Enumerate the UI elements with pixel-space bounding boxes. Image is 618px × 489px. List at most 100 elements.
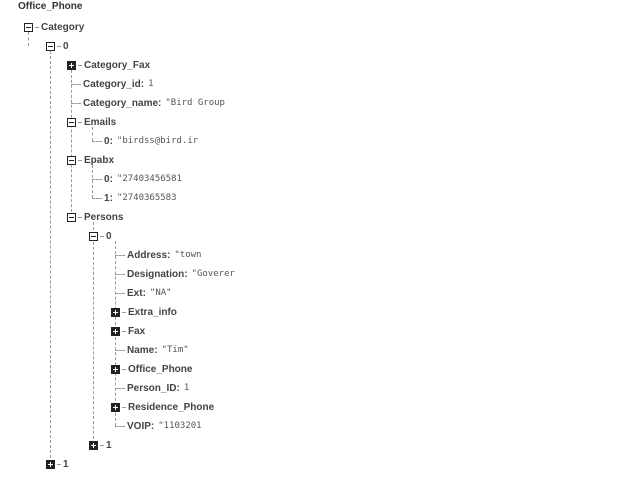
tree-guide-persons xyxy=(93,222,94,444)
tree-connector xyxy=(57,45,61,47)
node-key: Persons xyxy=(84,211,124,223)
collapse-icon[interactable] xyxy=(89,231,98,241)
tree-node-address[interactable]: Address : "town xyxy=(115,247,201,263)
expand-icon[interactable] xyxy=(111,364,120,374)
node-key: 1 xyxy=(106,439,112,451)
tree-node-voip[interactable]: VOIP : "1103201 xyxy=(115,418,202,434)
tree-node-persons[interactable]: Persons xyxy=(67,209,123,225)
node-value: 1 xyxy=(148,79,154,89)
tree-connector xyxy=(122,330,126,332)
tree-guide-category xyxy=(28,32,29,46)
key-separator: : xyxy=(167,249,171,261)
tree-connector xyxy=(115,292,125,294)
tree-connector xyxy=(71,83,81,85)
tree-connector xyxy=(122,368,126,370)
tree-node-ext[interactable]: Ext : "NA" xyxy=(115,285,172,301)
node-key: 1 xyxy=(63,458,69,470)
key-separator: : xyxy=(109,173,113,185)
tree-connector xyxy=(78,159,82,161)
collapse-icon[interactable] xyxy=(24,22,33,32)
tree-connector xyxy=(122,406,126,408)
tree-node-residence-phone[interactable]: Residence_Phone xyxy=(111,399,214,415)
node-key: Address xyxy=(127,249,168,261)
tree-node-office-phone[interactable]: Office_Phone xyxy=(111,361,192,377)
tree-connector xyxy=(92,178,102,180)
tree-node-person-id[interactable]: Person_ID : 1 xyxy=(115,380,189,396)
tree-node-name[interactable]: Name : "Tim" xyxy=(115,342,189,358)
tree-connector xyxy=(115,254,125,256)
tree-connector xyxy=(115,387,125,389)
expand-icon[interactable] xyxy=(89,440,98,450)
collapse-icon[interactable] xyxy=(46,41,55,51)
expand-icon[interactable] xyxy=(67,60,76,70)
tree-node-item-1[interactable]: 1 xyxy=(46,456,69,472)
node-key: Epabx xyxy=(84,154,115,166)
tree-node-epabx[interactable]: Epabx xyxy=(67,152,114,168)
expand-icon[interactable] xyxy=(111,307,120,317)
key-separator: : xyxy=(140,78,145,90)
tree-connector xyxy=(100,444,104,446)
node-key: Ext xyxy=(127,287,143,299)
tree-guide-epabx xyxy=(92,165,93,198)
node-key: 0 xyxy=(106,230,112,242)
node-value: "Tim" xyxy=(161,345,189,355)
tree-connector xyxy=(78,121,82,123)
node-value: "2740365583 xyxy=(116,193,177,203)
tree-node-extra-info[interactable]: Extra_info xyxy=(111,304,177,320)
expand-icon[interactable] xyxy=(46,459,55,469)
tree-node-person-1[interactable]: 1 xyxy=(89,437,112,453)
collapse-icon[interactable] xyxy=(67,155,76,165)
tree-node-fax[interactable]: Fax xyxy=(111,323,145,339)
tree-connector xyxy=(57,463,61,465)
key-separator: : xyxy=(184,268,188,280)
key-separator: : xyxy=(109,192,113,204)
tree-node-category-fax[interactable]: Category_Fax xyxy=(67,57,150,73)
tree-guide-emails xyxy=(92,127,93,141)
tree-node-email-0[interactable]: 0 : "birdss@bird.ir xyxy=(92,133,198,149)
expand-icon[interactable] xyxy=(111,402,120,412)
node-value: "Bird Group xyxy=(165,98,225,108)
tree-connector xyxy=(115,349,125,351)
tree-connector xyxy=(122,311,126,313)
node-key: Office_Phone xyxy=(128,363,193,375)
node-value: "town xyxy=(174,250,202,260)
tree-node-epabx-0[interactable]: 0 : "27403456581 xyxy=(92,171,182,187)
collapse-icon[interactable] xyxy=(67,117,76,127)
tree-node-person-0[interactable]: 0 xyxy=(89,228,112,244)
collapse-icon[interactable] xyxy=(67,212,76,222)
node-key: Emails xyxy=(84,116,117,128)
node-key: Category_id xyxy=(83,78,141,90)
tree-connector xyxy=(35,26,39,28)
tree-node-epabx-1[interactable]: 1 : "2740365583 xyxy=(92,190,177,206)
node-key: 1 xyxy=(104,192,110,204)
tree-connector xyxy=(71,102,81,104)
node-value: 1 xyxy=(183,383,190,393)
tree-guide-item0 xyxy=(71,70,72,217)
node-value: "birdss@bird.ir xyxy=(116,136,199,146)
node-value: "Goverer xyxy=(191,269,235,279)
key-separator: : xyxy=(176,382,180,394)
tree-node-item-0[interactable]: 0 xyxy=(46,38,69,54)
node-key: 0 xyxy=(63,40,69,52)
tree-connector xyxy=(92,140,102,142)
key-separator: : xyxy=(109,135,113,147)
node-key: Fax xyxy=(128,325,146,337)
tree-connector xyxy=(115,425,125,427)
key-separator: : xyxy=(142,287,146,299)
node-key: Designation xyxy=(127,268,185,280)
tree-connector xyxy=(78,64,82,66)
node-key: 0 xyxy=(104,173,110,185)
tree-node-category-name[interactable]: Category_name : "Bird Group xyxy=(71,95,225,111)
root-title[interactable]: Office_Phone xyxy=(18,1,83,12)
tree-node-category-id[interactable]: Category_id : 1 xyxy=(71,76,154,92)
tree-node-designation[interactable]: Designation : "Goverer xyxy=(115,266,235,282)
key-separator: : xyxy=(154,344,158,356)
node-key: Extra_info xyxy=(128,306,177,318)
node-key: Name xyxy=(127,344,155,356)
node-key: Category_name xyxy=(83,97,159,109)
tree-connector xyxy=(115,273,125,275)
tree-node-emails[interactable]: Emails xyxy=(67,114,116,130)
expand-icon[interactable] xyxy=(111,326,120,336)
tree-node-category[interactable]: Category xyxy=(24,19,84,35)
node-key: Residence_Phone xyxy=(128,401,215,413)
